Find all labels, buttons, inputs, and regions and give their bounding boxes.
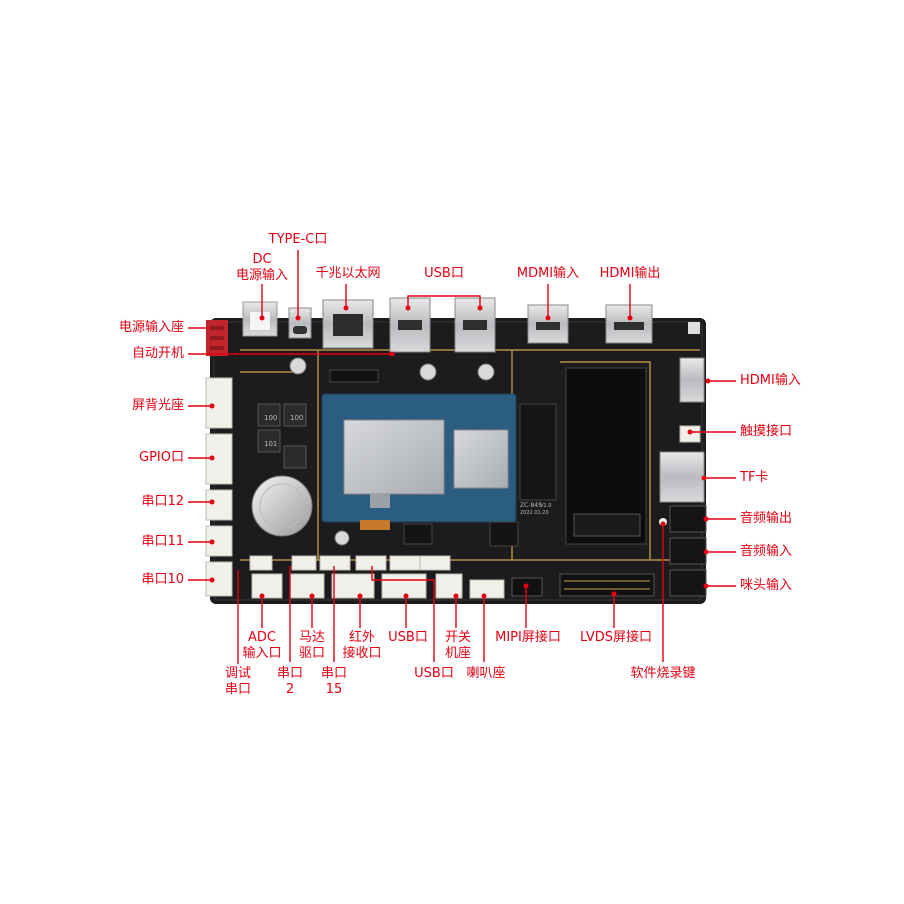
- label-usb-bottom-a: USB口: [388, 630, 428, 645]
- cap-text-3: 100: [290, 414, 303, 422]
- capacitors: [289, 357, 495, 546]
- label-debug-serial: 调试 串口: [216, 666, 260, 698]
- label-speaker: 喇叭座: [466, 666, 506, 681]
- label-lvds: LVDS屏接口: [580, 630, 652, 645]
- label-usb-top: USB口: [424, 266, 464, 281]
- label-serial12: 串口12: [141, 494, 184, 509]
- label-type-c: TYPE-C口: [268, 232, 328, 247]
- coin-battery: [251, 475, 313, 537]
- model-text: ZC-845: [520, 502, 542, 509]
- label-mic-in: 咪头输入: [740, 578, 793, 593]
- label-tf-card: TF卡: [740, 470, 769, 485]
- label-switch: 开关 机座: [438, 630, 478, 662]
- label-hdmi-in: HDMI输入: [740, 373, 801, 388]
- label-motor-line2: 驱口: [298, 646, 325, 661]
- label-serial15: 串口 15: [312, 666, 356, 698]
- label-serial2-line1: 串口: [276, 666, 303, 681]
- label-serial2-line2: 2: [285, 682, 295, 697]
- label-debug-line2: 串口: [224, 682, 251, 697]
- usb-port-2: [454, 297, 496, 353]
- label-ir-line2: 接收口: [342, 646, 382, 661]
- label-dc-line1: DC: [252, 252, 272, 267]
- cap-text-2: 101: [264, 440, 277, 448]
- label-ethernet: 千兆以太网: [315, 266, 381, 281]
- inductors: [257, 403, 307, 469]
- label-switch-line2: 机座: [444, 646, 471, 661]
- label-ir-line1: 红外: [348, 630, 375, 645]
- flash-chip: [489, 521, 519, 547]
- label-auto-power: 自动开机: [131, 346, 184, 361]
- tf-slot: [659, 451, 705, 503]
- label-power-socket: 电源输入座: [118, 320, 184, 335]
- label-burn-key: 软件烧录键: [630, 666, 696, 681]
- label-mdmi-in: MDMI输入: [516, 266, 580, 281]
- dc-jack: [242, 301, 278, 337]
- lvds-header: [559, 573, 655, 597]
- label-touch: 触摸接口: [740, 424, 793, 439]
- label-audio-out: 音频输出: [740, 511, 793, 526]
- version-text: V1.0: [540, 503, 551, 509]
- label-dc-line2: 电源输入: [235, 268, 288, 283]
- label-switch-line1: 开关: [444, 630, 471, 645]
- module-shield-2: [453, 429, 509, 489]
- label-serial11: 串口11: [141, 534, 184, 549]
- label-adc-line1: ADC: [248, 630, 276, 645]
- label-adc-line2: 输入口: [242, 646, 282, 661]
- label-backlight: 屏背光座: [131, 398, 184, 413]
- bottom-connectors: [249, 555, 505, 599]
- label-motor: 马达 驱口: [292, 630, 332, 662]
- label-serial15-line1: 串口: [320, 666, 347, 681]
- label-ir: 红外 接收口: [338, 630, 386, 662]
- label-serial2: 串口 2: [268, 666, 312, 698]
- label-mipi: MIPI屏接口: [495, 630, 561, 645]
- cap-text-1: 100: [264, 414, 277, 422]
- soc-chip: [519, 403, 557, 501]
- label-gpio: GPIO口: [139, 450, 184, 465]
- label-motor-line1: 马达: [298, 630, 325, 645]
- label-serial15-line2: 15: [325, 682, 343, 697]
- hdmi-in-port: [679, 357, 705, 403]
- label-serial10: 串口10: [141, 572, 184, 587]
- annotation-lines: [188, 250, 736, 664]
- annotation-dots: [209, 305, 711, 599]
- label-hdmi-out: HDMI输出: [599, 266, 661, 281]
- label-usb-bottom-b: USB口: [414, 666, 454, 681]
- label-debug-line1: 调试: [224, 666, 251, 681]
- date-text: 2022.01.20: [520, 510, 549, 516]
- audio-jacks: [669, 505, 707, 597]
- label-dc-power: DC 电源输入: [228, 252, 296, 284]
- label-audio-in: 音频输入: [740, 544, 793, 559]
- label-adc: ADC 输入口: [238, 630, 286, 662]
- module-shield-1: [343, 419, 445, 495]
